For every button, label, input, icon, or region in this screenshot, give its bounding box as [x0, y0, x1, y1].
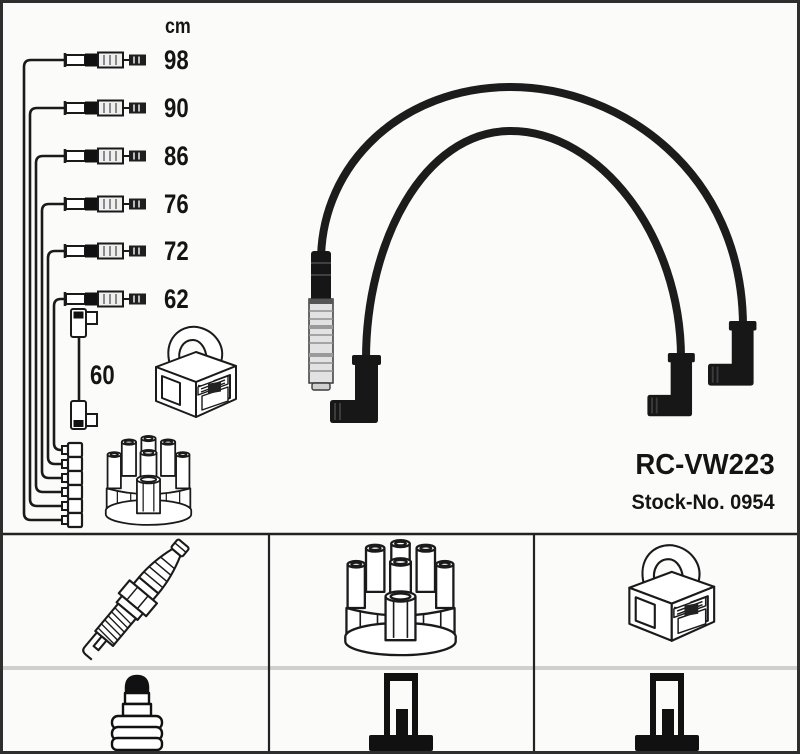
- product-code: RC-VW223: [635, 449, 775, 481]
- line-art-canvas: [3, 51, 797, 751]
- cable-length-72: 72: [164, 236, 189, 266]
- elbow-boot-left: [329, 354, 382, 424]
- distributor-end-connector-icons: [60, 441, 84, 529]
- coil-wire-60-icon: [70, 308, 98, 430]
- grid-lines: [3, 532, 797, 751]
- coil-wire-length-60: 60: [90, 360, 115, 390]
- stock-number: Stock-No. 0954: [631, 491, 775, 514]
- grid-cell-terminal-connector: [110, 674, 164, 751]
- straight-metal-connector: [308, 251, 334, 391]
- elbow-boot-right-inner: [646, 352, 696, 418]
- lead-set-photo: [308, 82, 758, 424]
- outer-lead-cable: [317, 82, 747, 331]
- length-unit-label: cm: [165, 15, 191, 38]
- distributor-cap-drawing: [104, 435, 193, 526]
- grid-cell-distributor-cap: [344, 539, 457, 657]
- length-legend-harness: [22, 58, 65, 522]
- grid-cell-socket-silhouette-right: [635, 673, 699, 751]
- cable-length-86: 86: [164, 141, 189, 171]
- inner-lead-cable: [362, 126, 685, 363]
- cable-length-90: 90: [164, 93, 189, 123]
- cable-length-62: 62: [164, 284, 189, 314]
- grid-cell-socket-silhouette-middle: [369, 673, 433, 751]
- ignition-coil-drawing: [155, 325, 237, 418]
- cable-length-76: 76: [164, 189, 189, 219]
- grid-cell-spark-plug: [73, 531, 199, 670]
- elbow-boot-right-outer: [707, 320, 758, 387]
- cable-length-98: 98: [164, 45, 189, 75]
- lead-connector-icons: [63, 51, 148, 308]
- grid-cell-ignition-coil: [628, 544, 716, 642]
